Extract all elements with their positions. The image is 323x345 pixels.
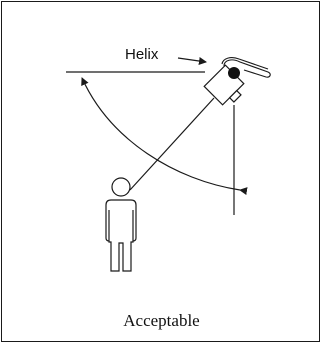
person-icon <box>105 177 137 272</box>
sight-line <box>129 97 215 191</box>
angle-arc <box>81 77 248 196</box>
figure-caption: Acceptable <box>123 311 200 330</box>
helix-pointer-arrow <box>177 57 207 65</box>
helix-device-icon <box>203 57 271 106</box>
helix-label: Helix <box>125 46 159 63</box>
